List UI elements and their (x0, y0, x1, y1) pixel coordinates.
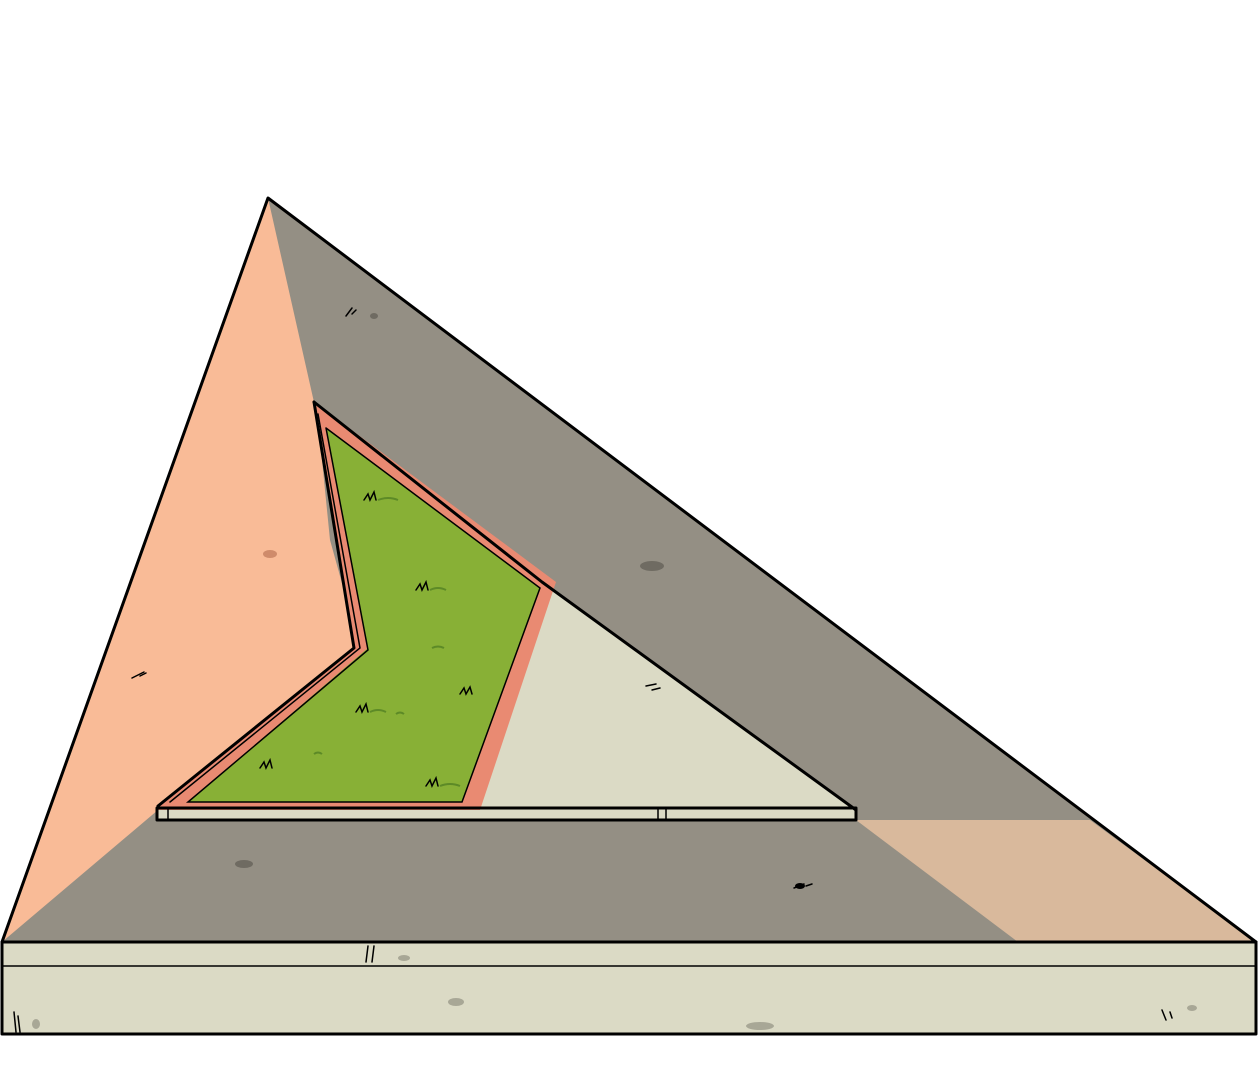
grass-edge-line (185, 427, 541, 803)
slab-outline (0, 940, 1258, 1036)
inner-ledge (476, 582, 856, 810)
recess-outline-left (156, 400, 356, 808)
grass-patch (188, 428, 540, 802)
slab-front-top (2, 942, 1256, 966)
recess-inner-line (169, 413, 361, 803)
slab-crack-6 (1169, 1011, 1173, 1019)
slab-crack-1 (365, 945, 369, 963)
recess-outline-top (312, 400, 858, 812)
shadow-face (856, 820, 1256, 942)
slab-front-face (2, 966, 1256, 1034)
stone-crack-icon (32, 307, 1197, 1030)
top-face-outline (0, 196, 1258, 944)
ledge-edge-outline (155, 806, 858, 822)
slab-crack-2 (371, 945, 375, 963)
lit-left-face (2, 198, 360, 942)
slab-crack-3 (13, 1011, 17, 1033)
grass-tuft-icon (259, 489, 473, 788)
slab-crack-5 (1161, 1009, 1167, 1021)
slab-crack-4 (17, 1015, 21, 1033)
ledge-front-edge (158, 810, 856, 820)
